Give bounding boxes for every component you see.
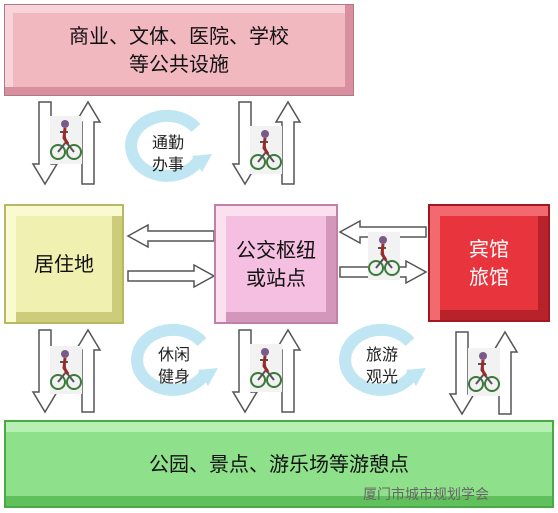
leisure-loop-label: 休闲 健身 [157,345,190,386]
arrow-right-home-hub [127,264,215,288]
tour-loop-label: 旅游 观光 [365,345,398,386]
watermark-text: 厦门市城市规划学会 [363,487,489,503]
bicycle-icon [48,114,84,166]
public-facilities-box: 商业、文体、医院、学校 等公共设施 [4,4,354,96]
public-facilities-label: 商业、文体、医院、学校 等公共设施 [69,24,289,76]
transit-hub-label: 公交枢纽 或站点 [236,238,316,290]
transit-hub-box: 公交枢纽 或站点 [214,204,338,324]
hotel-label: 宾馆 旅馆 [469,237,509,289]
bicycle-icon [48,344,84,396]
residence-label: 居住地 [34,252,94,276]
bicycle-icon [248,124,284,176]
recreation-box: 公园、景点、游乐场等游憩点 [4,420,554,508]
bicycle-icon [466,346,502,398]
commute-loop-label: 通勤 办事 [151,133,184,174]
recreation-label: 公园、景点、游乐场等游憩点 [149,452,409,476]
arrow-left-hub-home [127,224,215,248]
hotel-box: 宾馆 旅馆 [428,204,550,322]
bicycle-icon [248,342,284,394]
bicycle-icon [366,230,402,282]
residence-box: 居住地 [4,204,124,324]
